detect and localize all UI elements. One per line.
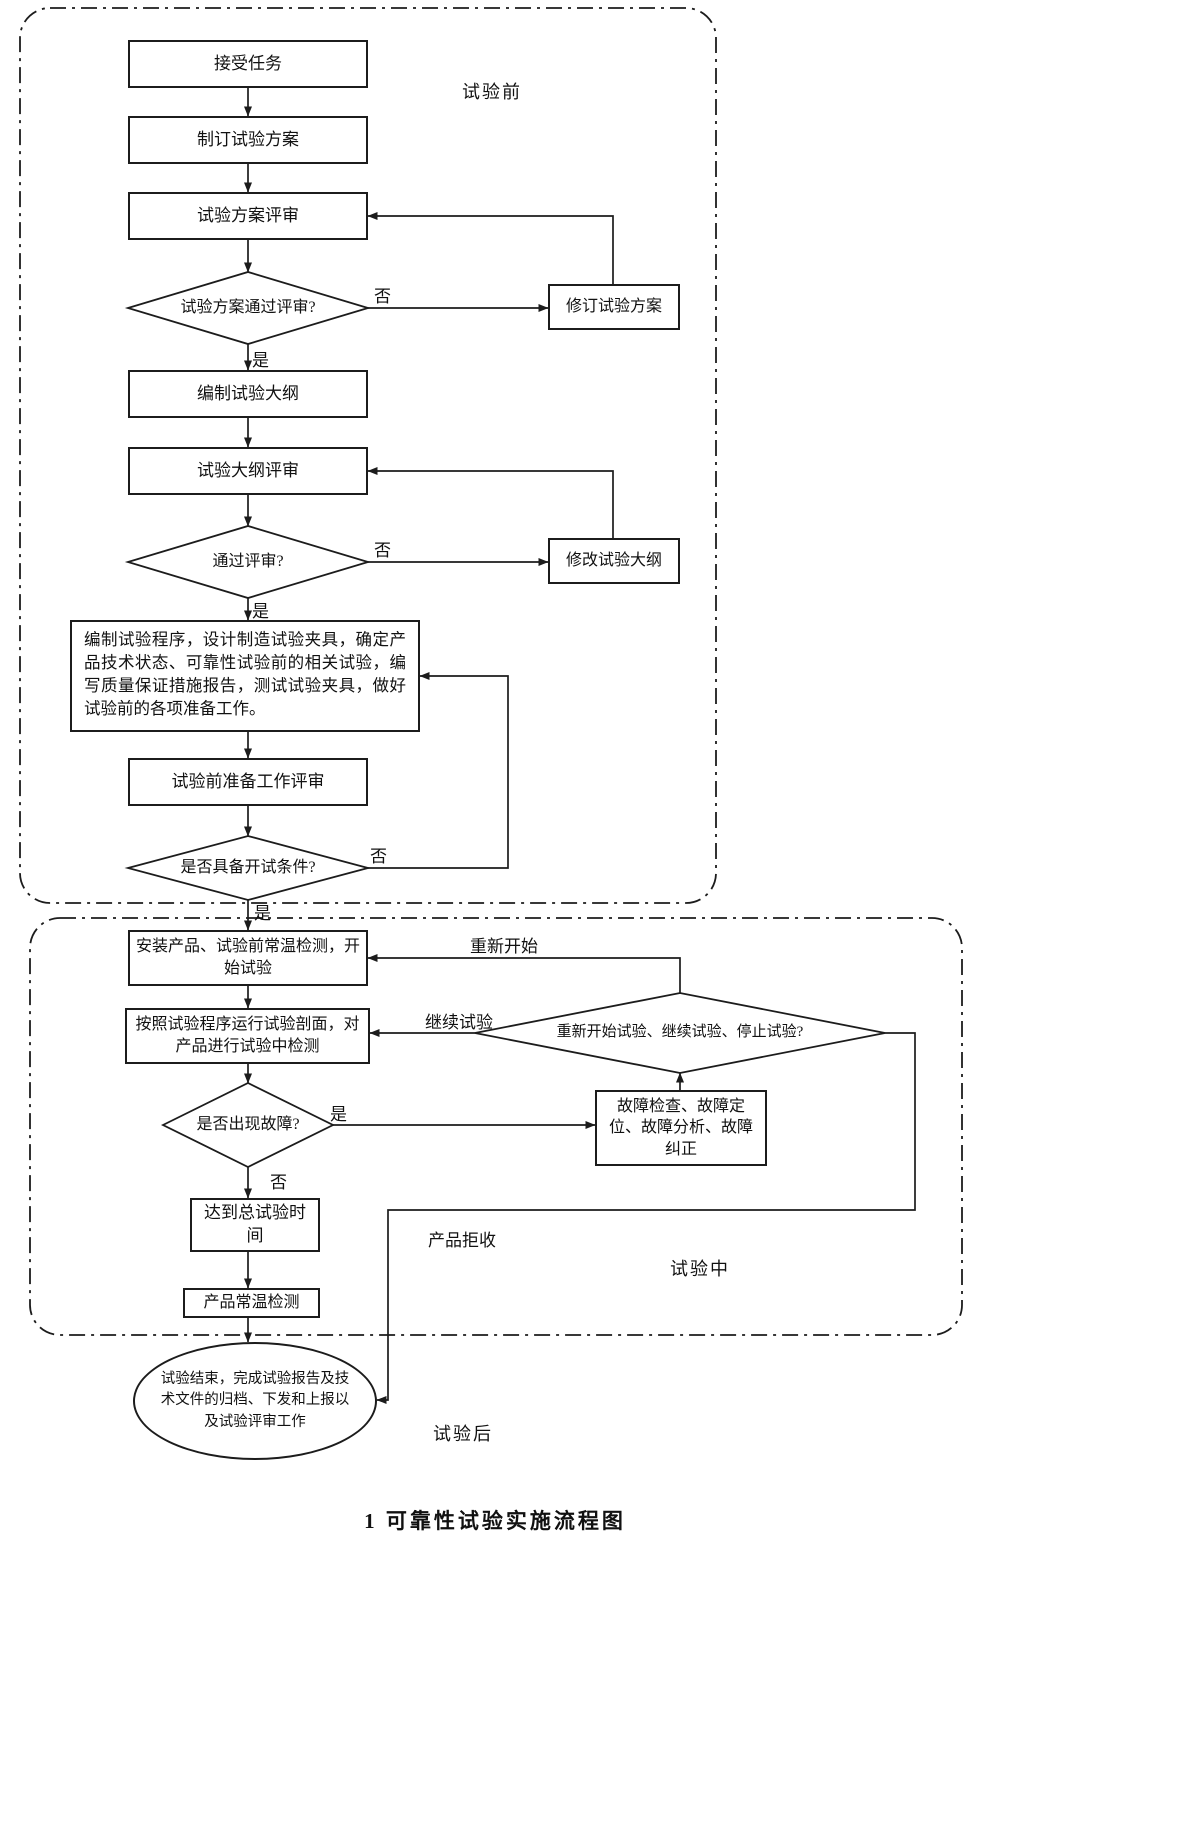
edge-label-no2: 否 [374,541,391,560]
edge-revise-plan-loop [367,212,614,284]
node-total-time: 达到总试验时间 [190,1198,320,1252]
decision-ready-label: 是否具备开试条件? [180,858,316,876]
edge-revise-outline-loop [367,467,614,538]
node-install-start: 安装产品、试验前常温检测，开始试验 [128,930,368,986]
edge-label-no4: 否 [270,1173,287,1192]
node-prepare: 编制试验程序，设计制造试验夹具，确定产品技术状态、可靠性试验前的相关试验，编写质… [70,620,420,732]
node-end-terminator: 试验结束，完成试验报告及技术文件的归档、下发和上报以及试验评审工作 [133,1342,377,1460]
phase-after-label: 试验后 [433,1424,493,1444]
edge-label-restart: 重新开始 [470,937,538,956]
decision-restart-continue-stop-label: 重新开始试验、继续试验、停止试验? [556,1024,804,1041]
edge-decision5-restart [367,954,681,993]
edge-label-no3: 否 [370,847,387,866]
decision-plan-pass-label: 试验方案通过评审? [180,298,316,316]
node-normal-check: 产品常温检测 [183,1288,320,1318]
node-revise-plan: 修订试验方案 [548,284,680,330]
node-prep-review: 试验前准备工作评审 [128,758,368,806]
node-revise-outline: 修改试验大纲 [548,538,680,584]
phase-during-border [29,917,963,1336]
node-make-outline: 编制试验大纲 [128,370,368,418]
phase-before-label: 试验前 [462,82,522,102]
edge-decision5-stop-reject [376,1032,916,1404]
decision-fault-diamond [160,1081,336,1169]
connectors [244,88,916,1404]
edge-label-yes3: 是 [254,904,271,923]
edge-decision3-no-loop [368,672,509,869]
edge-label-yes1: 是 [252,351,269,370]
decision-outline-pass-diamond [124,525,372,599]
decision-outline-pass-label: 通过评审? [212,552,284,570]
edge-label-continue: 继续试验 [425,1013,493,1032]
edge-label-yes2: 是 [252,602,269,621]
node-make-plan: 制订试验方案 [128,116,368,164]
node-fault-handle: 故障检查、故障定位、故障分析、故障纠正 [595,1090,767,1166]
decision-restart-continue-stop-diamond [474,992,886,1074]
figure-caption: 1 可靠性试验实施流程图 [364,1509,626,1533]
edge-label-no1: 否 [374,287,391,306]
decision-ready-diamond [124,835,372,901]
node-plan-review: 试验方案评审 [128,192,368,240]
phase-before-border [19,7,717,904]
decision-plan-pass-diamond [124,271,372,345]
node-outline-review: 试验大纲评审 [128,447,368,495]
decision-fault-label: 是否出现故障? [196,1115,300,1133]
edge-label-yes4: 是 [330,1105,347,1124]
phase-during-label: 试验中 [670,1259,730,1279]
node-run-profile: 按照试验程序运行试验剖面，对产品进行试验中检测 [125,1008,370,1064]
edge-label-reject: 产品拒收 [428,1231,496,1250]
node-accept-task: 接受任务 [128,40,368,88]
